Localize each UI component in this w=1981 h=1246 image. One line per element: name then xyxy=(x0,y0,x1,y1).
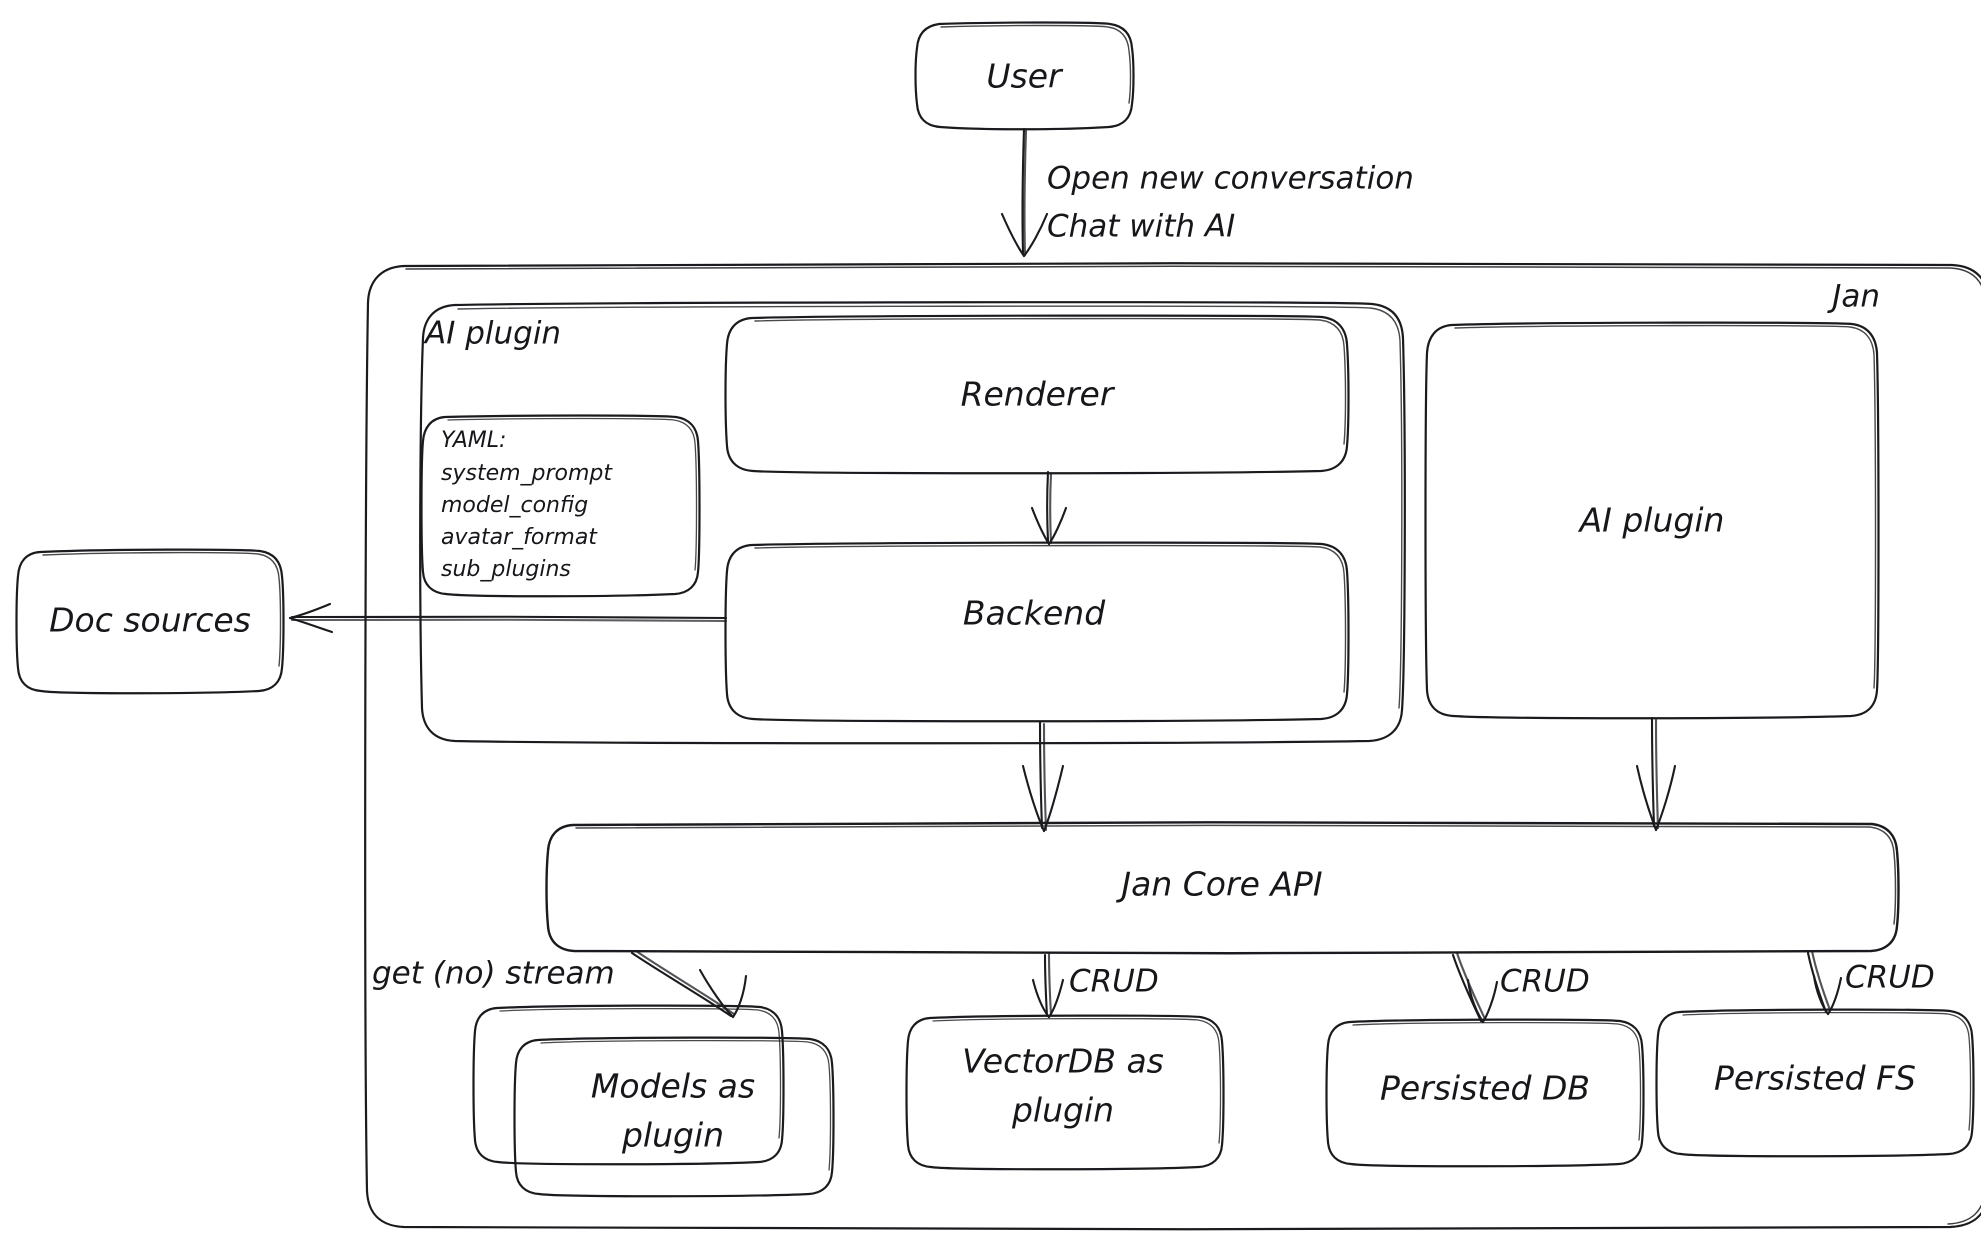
models-plugin-label-line2: plugin xyxy=(621,1116,724,1155)
user-label: User xyxy=(986,57,1064,96)
node-backend[interactable]: Backend xyxy=(724,541,1350,723)
yaml-line-1: system_prompt xyxy=(441,461,613,486)
doc-sources-label: Doc sources xyxy=(49,601,251,640)
backend-label: Backend xyxy=(963,594,1106,633)
edge-user-to-renderer: Open new conversation Chat with AI xyxy=(1000,127,1414,258)
node-doc-sources[interactable]: Doc sources xyxy=(15,548,285,695)
jan-core-api-label: Jan Core API xyxy=(1115,865,1322,904)
node-persisted-fs[interactable]: Persisted FS xyxy=(1655,1008,1975,1158)
node-ai-plugin-right[interactable]: AI plugin xyxy=(1424,321,1880,720)
edge-user-to-renderer-label-line1: Open new conversation xyxy=(1047,161,1414,197)
vectordb-plugin-label-line1: VectorDB as xyxy=(962,1042,1164,1081)
yaml-header: YAML: xyxy=(441,428,506,453)
jan-container-label: Jan xyxy=(1826,279,1880,315)
edge-core-to-vectordb-label: CRUD xyxy=(1069,964,1159,1000)
renderer-label: Renderer xyxy=(961,375,1116,414)
edge-core-to-persisted-fs-label: CRUD xyxy=(1845,960,1935,996)
vectordb-plugin-label-line2: plugin xyxy=(1011,1091,1114,1130)
node-renderer[interactable]: Renderer xyxy=(724,314,1350,475)
node-jan-container[interactable]: Jan xyxy=(364,262,1981,1231)
yaml-line-2: model_config xyxy=(441,493,588,518)
models-plugin-label-line1: Models as xyxy=(591,1067,755,1106)
node-ai-plugin-group[interactable]: AI plugin xyxy=(419,301,1406,745)
node-persisted-db[interactable]: Persisted DB xyxy=(1325,1018,1645,1168)
edge-ai-plugin-right-to-core xyxy=(1635,716,1677,832)
yaml-line-4: sub_plugins xyxy=(441,557,571,582)
edge-core-to-models-label: get (no) stream xyxy=(372,956,615,992)
ai-plugin-right-label: AI plugin xyxy=(1578,501,1725,540)
node-yaml-card[interactable]: YAML: system_prompt model_config avatar_… xyxy=(420,414,701,598)
edge-core-to-models: get (no) stream xyxy=(372,949,748,1019)
ai-plugin-group-label: AI plugin xyxy=(423,316,561,352)
node-models-plugin[interactable]: Models as plugin xyxy=(472,1004,835,1198)
edge-user-to-renderer-label-line2: Chat with AI xyxy=(1047,209,1235,245)
yaml-line-3: avatar_format xyxy=(441,525,598,550)
persisted-fs-label: Persisted FS xyxy=(1714,1059,1916,1098)
node-vectordb-plugin[interactable]: VectorDB as plugin xyxy=(905,1014,1225,1171)
persisted-db-label: Persisted DB xyxy=(1380,1069,1590,1108)
node-user[interactable]: User xyxy=(914,21,1135,131)
edge-core-to-persisted-db: CRUD xyxy=(1451,951,1590,1024)
edge-core-to-persisted-db-label: CRUD xyxy=(1500,964,1590,1000)
edge-backend-to-doc-sources xyxy=(288,602,728,634)
